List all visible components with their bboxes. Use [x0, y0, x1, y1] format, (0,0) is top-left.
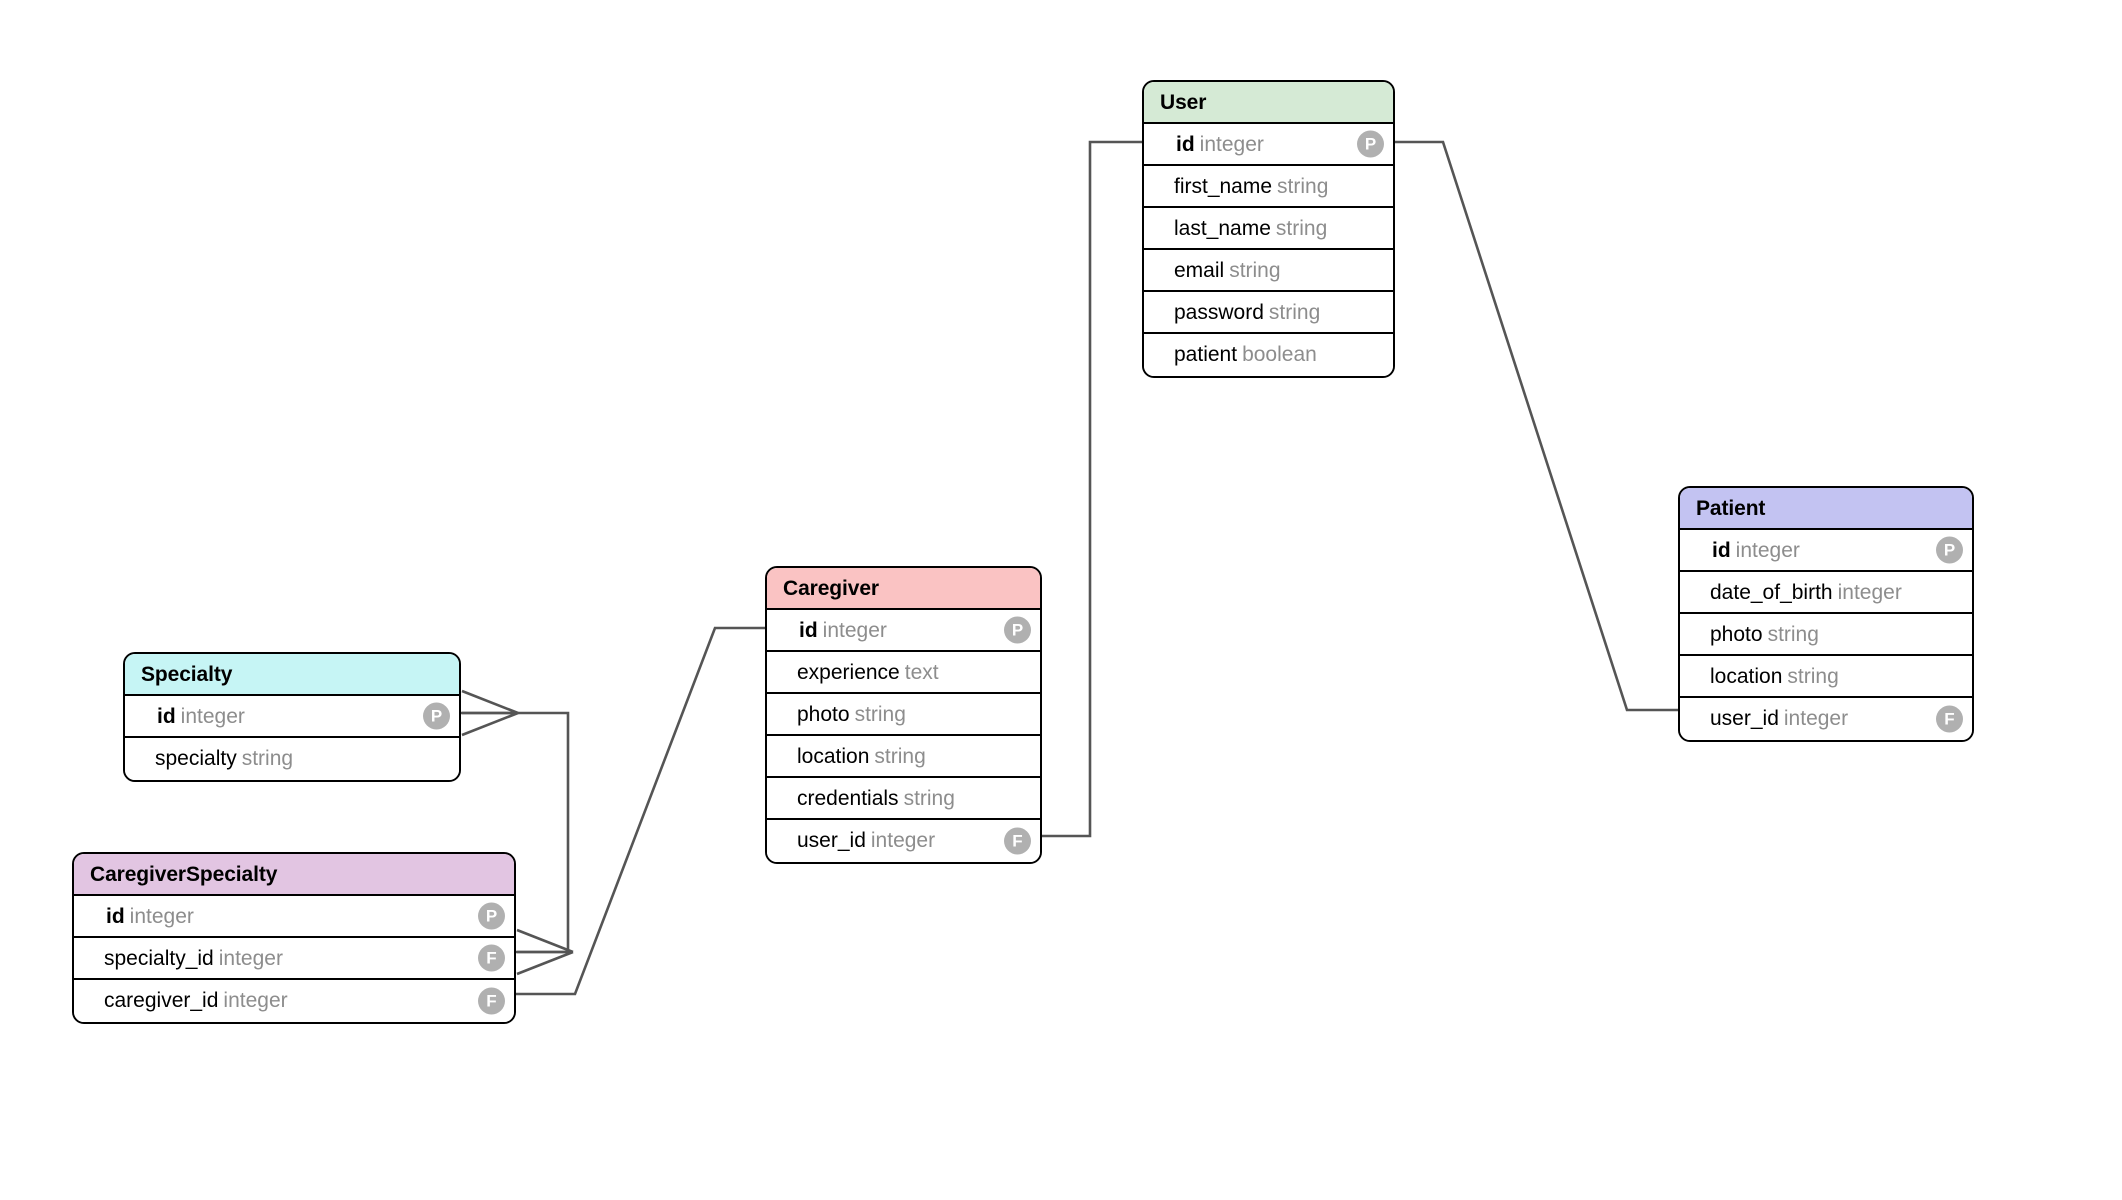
entity-title-patient: Patient [1680, 488, 1972, 530]
foreign-key-icon: F [478, 987, 505, 1015]
primary-key-icon: P [1936, 536, 1963, 564]
field-name: experience [797, 661, 900, 684]
primary-key-icon: P [478, 902, 505, 930]
field-name: specialty [155, 747, 237, 770]
field-type: string [1787, 665, 1839, 688]
field-name: user_id [1710, 707, 1779, 730]
entity-title-specialty: Specialty [125, 654, 459, 696]
field-type: string [1767, 623, 1819, 646]
field-name: email [1174, 259, 1225, 282]
field-type: integer [822, 619, 887, 642]
primary-key-icon: P [1004, 616, 1031, 644]
field-name: patient [1174, 343, 1238, 366]
entity-title-caregiver: Caregiver [767, 568, 1040, 610]
field-type: integer [1837, 581, 1902, 604]
field-type: integer [180, 705, 245, 728]
field-type: string [241, 747, 294, 770]
field-type: integer [1199, 133, 1264, 156]
field-type: integer [870, 829, 936, 852]
field-name: password [1174, 301, 1264, 324]
field-type: string [854, 703, 906, 726]
field-type: string [1277, 175, 1329, 198]
field-name: user_id [797, 829, 866, 852]
field-name: photo [1710, 623, 1763, 646]
field-name: date_of_birth [1710, 581, 1833, 604]
field-name: first_name [1174, 175, 1273, 198]
field-name: id [157, 705, 176, 728]
field-name: id [1712, 539, 1731, 562]
field-type: integer [223, 989, 288, 1012]
primary-key-icon: P [423, 702, 450, 730]
field-name: caregiver_id [104, 989, 219, 1012]
field-name: last_name [1174, 217, 1271, 240]
relationship-caregiverspecialty-caregiver [516, 626, 765, 996]
foreign-key-icon: F [1004, 827, 1031, 855]
field-name: credentials [797, 787, 899, 810]
field-type: integer [1783, 707, 1849, 730]
field-type: text [904, 661, 939, 684]
foreign-key-icon: F [478, 944, 505, 972]
field-type: string [1268, 301, 1321, 324]
foreign-key-icon: F [1936, 705, 1963, 733]
field-name: id [106, 905, 125, 928]
field-name: specialty_id [104, 947, 214, 970]
field-type: integer [1735, 539, 1800, 562]
field-name: location [1710, 665, 1783, 688]
field-type: string [1275, 217, 1328, 240]
field-name: id [799, 619, 818, 642]
field-name: id [1176, 133, 1195, 156]
field-name: photo [797, 703, 850, 726]
relationship-user-patient [1395, 140, 1678, 712]
field-type: integer [129, 905, 194, 928]
relationship-caregiver-user [1042, 140, 1142, 838]
field-type: string [903, 787, 955, 810]
primary-key-icon: P [1357, 130, 1384, 158]
field-type: integer [218, 947, 283, 970]
entity-title-user: User [1144, 82, 1393, 124]
field-name: location [797, 745, 870, 768]
entity-title-caregiverspecialty: CaregiverSpecialty [74, 854, 514, 896]
field-type: boolean [1242, 343, 1317, 366]
field-type: string [874, 745, 926, 768]
field-type: string [1229, 259, 1281, 282]
